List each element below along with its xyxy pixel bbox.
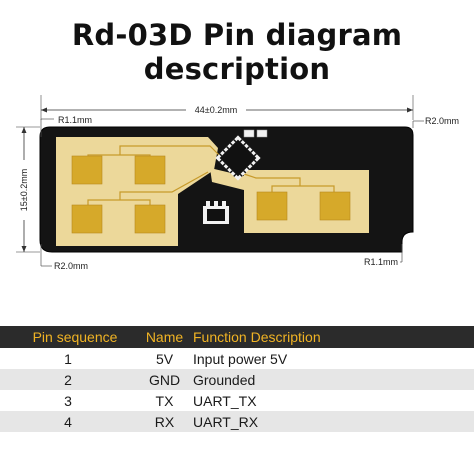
corner-radius-labels: R1.1mm R2.0mm R2.0mm R1.1mm [40, 115, 459, 271]
radius-top-left: R1.1mm [58, 115, 92, 125]
table-row: 3 TX UART_TX [0, 390, 474, 411]
module-diagram: 44±0.2mm 15±0.2mm [16, 95, 459, 271]
pin-table: Pin sequence Name Function Description 1… [0, 326, 474, 432]
patch-3 [71, 204, 103, 234]
radius-bottom-right: R1.1mm [364, 257, 398, 267]
patch-antennas [71, 155, 351, 234]
patch-5 [256, 191, 288, 221]
page-title: Rd-03D Pin diagram description [71, 18, 403, 86]
height-dimension: 15±0.2mm [16, 126, 40, 253]
regulator-icon [203, 201, 229, 224]
height-label: 15±0.2mm [19, 169, 29, 211]
header-function: Function Description [193, 326, 474, 348]
smd-components [243, 129, 268, 138]
pin-number: 4 [0, 411, 136, 432]
radar-chip-icon [215, 135, 261, 181]
pin-number: 1 [0, 348, 136, 369]
patch-6 [319, 191, 351, 221]
header-name: Name [136, 326, 193, 348]
table-row: 4 RX UART_RX [0, 411, 474, 432]
pin-function: Grounded [193, 369, 474, 390]
table-row: 1 5V Input power 5V [0, 348, 474, 369]
pin-function: Input power 5V [193, 348, 474, 369]
pin-function: UART_TX [193, 390, 474, 411]
header-pin-sequence: Pin sequence [0, 326, 136, 348]
pin-name: GND [136, 369, 193, 390]
pin-number: 3 [0, 390, 136, 411]
pin-name: TX [136, 390, 193, 411]
pin-table-header: Pin sequence Name Function Description [0, 326, 474, 348]
pin-name: 5V [136, 348, 193, 369]
pin-name: RX [136, 411, 193, 432]
radius-top-right: R2.0mm [425, 116, 459, 126]
pin-function: UART_RX [193, 411, 474, 432]
width-dimension: 44±0.2mm [40, 95, 414, 120]
width-label: 44±0.2mm [195, 105, 237, 115]
pin-number: 2 [0, 369, 136, 390]
patch-4 [134, 204, 166, 234]
patch-2 [134, 155, 166, 185]
table-row: 2 GND Grounded [0, 369, 474, 390]
patch-1 [71, 155, 103, 185]
radius-bottom-left: R2.0mm [54, 261, 88, 271]
